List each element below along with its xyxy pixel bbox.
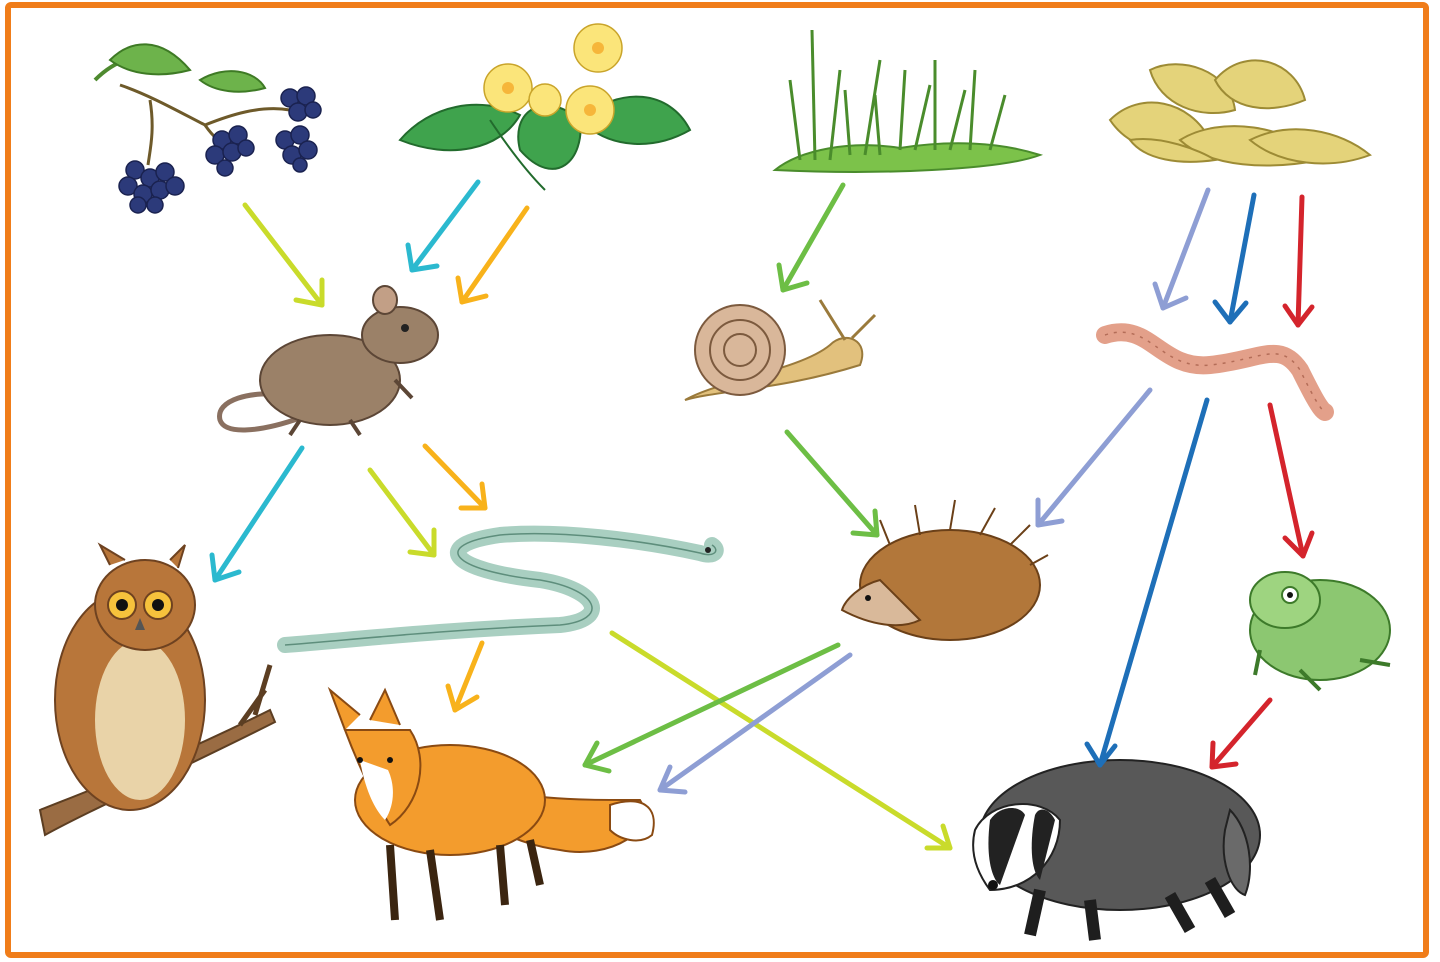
food-web-canvas: [0, 0, 1440, 962]
food-web-diagram: [0, 0, 1440, 962]
